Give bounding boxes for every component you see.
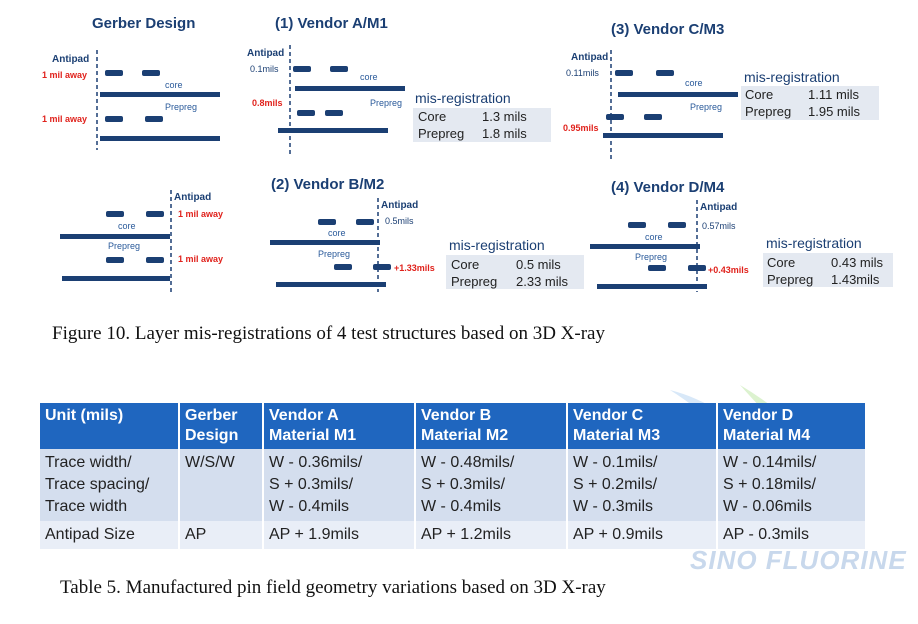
offset-note: 0.1mils [250,64,279,74]
offset-note: 0.95mils [563,123,599,133]
watermark-text: SINO FLUORINE [690,545,907,575]
geometry-variation-table: Unit (mils) Gerber Design Vendor A Mater… [40,403,867,549]
prepreg-label: Prepreg [318,249,350,259]
misreg-title: mis-registration [766,235,862,251]
prepreg-label: Prepreg [165,102,197,112]
antipad-label: Antipad [174,192,211,203]
misreg-row-label: Core [418,109,446,124]
offset-note: 1 mil away [42,114,87,124]
core-label: core [685,78,703,88]
table-cell: Antipad Size [40,521,180,549]
offset-note: +0.43mils [708,265,749,275]
misregistration-box-b: mis-registration Core 0.5 mils Prepreg 2… [446,237,584,289]
panel-title: (4) Vendor D/M4 [611,179,725,196]
table-row: Trace width/ Trace spacing/ Trace width … [40,449,867,521]
antipad-label: Antipad [700,202,737,213]
misreg-title: mis-registration [449,237,545,253]
table-cell: Trace width/ Trace spacing/ Trace width [40,449,180,521]
antipad-label: Antipad [52,54,89,65]
misreg-title: mis-registration [415,90,511,106]
misregistration-box-c: mis-registration Core 1.11 mils Prepreg … [741,69,879,120]
panel-title: (1) Vendor A/M1 [275,15,388,32]
offset-note: 1 mil away [42,70,87,80]
misreg-row-value: 0.43 mils [831,255,884,270]
table-header-cell: Vendor B Material M2 [415,403,568,449]
misreg-title: mis-registration [744,69,840,85]
core-label: core [360,72,378,82]
table-header-cell: Vendor A Material M1 [263,403,416,449]
misreg-row-value: 0.5 mils [516,257,561,272]
layer-misregistration-figure: Gerber Design Antipad 1 mil away core Pr… [42,15,893,292]
antipad-label: Antipad [571,52,608,63]
table-cell: W - 0.48mils/ S + 0.3mils/ W - 0.4mils [415,449,568,521]
misregistration-box-a: mis-registration Core 1.3 mils Prepreg 1… [413,90,551,142]
prepreg-label: Prepreg [370,98,402,108]
panel-gerber-design-2: Antipad 1 mil away core Prepreg 1 mil aw… [60,190,223,292]
misreg-row-value: 1.11 mils [808,87,860,102]
offset-note: 0.57mils [702,221,736,231]
misregistration-box-d: mis-registration Core 0.43 mils Prepreg … [763,235,893,287]
table-cell: W - 0.14mils/ S + 0.18mils/ W - 0.06mils [717,449,867,521]
offset-note: 0.8mils [252,98,283,108]
table-header-cell: Gerber Design [179,403,264,449]
table-cell: W - 0.1mils/ S + 0.2mils/ W - 0.3mils [567,449,718,521]
core-label: core [165,80,183,90]
table-cell: W - 0.36mils/ S + 0.3mils/ W - 0.4mils [263,449,416,521]
figure-caption: Figure 10. Layer mis-registrations of 4 … [52,323,605,344]
table-header-row: Unit (mils) Gerber Design Vendor A Mater… [40,403,867,449]
table-cell: AP [179,521,264,549]
panel-vendor-b: (2) Vendor B/M2 Antipad 0.5mils core Pre… [270,176,435,292]
core-label: core [118,221,136,231]
misreg-row-value: 1.8 mils [482,126,527,141]
offset-note: 0.11mils [566,68,599,78]
panel-gerber-design: Gerber Design Antipad 1 mil away core Pr… [42,15,220,150]
table-cell: AP + 1.9mils [263,521,416,549]
table-cell: AP - 0.3mils [717,521,867,549]
prepreg-label: Prepreg [690,102,722,112]
table-cell: W/S/W [179,449,264,521]
prepreg-label: Prepreg [635,252,667,262]
offset-note: 1 mil away [178,254,223,264]
offset-note: 1 mil away [178,209,223,219]
table-cell: AP + 1.2mils [415,521,568,549]
panel-vendor-a: (1) Vendor A/M1 Antipad 0.1mils core Pre… [247,15,405,155]
offset-note: 0.5mils [385,216,414,226]
misreg-row-value: 1.43mils [831,272,880,287]
antipad-label: Antipad [381,200,418,211]
table-cell: AP + 0.9mils [567,521,718,549]
core-label: core [328,228,346,238]
misreg-row-value: 2.33 mils [516,274,569,289]
panel-title: Gerber Design [92,15,195,32]
misreg-row-label: Core [745,87,773,102]
panel-title: (3) Vendor C/M3 [611,21,724,38]
offset-note: +1.33mils [394,263,435,273]
prepreg-label: Prepreg [108,241,140,251]
panel-title: (2) Vendor B/M2 [271,176,384,193]
misreg-row-value: 1.3 mils [482,109,527,124]
panel-vendor-d: (4) Vendor D/M4 Antipad 0.57mils core Pr… [590,179,749,292]
table-header-cell: Vendor D Material M4 [717,403,867,449]
table-row: Antipad Size AP AP + 1.9mils AP + 1.2mil… [40,521,867,549]
table-header-cell: Unit (mils) [40,403,180,449]
panel-vendor-c: (3) Vendor C/M3 Antipad 0.11mils core Pr… [563,21,738,160]
misreg-row-label: Core [767,255,795,270]
misreg-row-label: Prepreg [418,126,464,141]
antipad-label: Antipad [247,48,284,59]
misreg-row-label: Prepreg [451,274,497,289]
table-caption: Table 5. Manufactured pin field geometry… [60,577,606,598]
misreg-row-value: 1.95 mils [808,104,861,119]
core-label: core [645,232,663,242]
misreg-row-label: Prepreg [745,104,791,119]
misreg-row-label: Prepreg [767,272,813,287]
misreg-row-label: Core [451,257,479,272]
table-header-cell: Vendor C Material M3 [567,403,718,449]
